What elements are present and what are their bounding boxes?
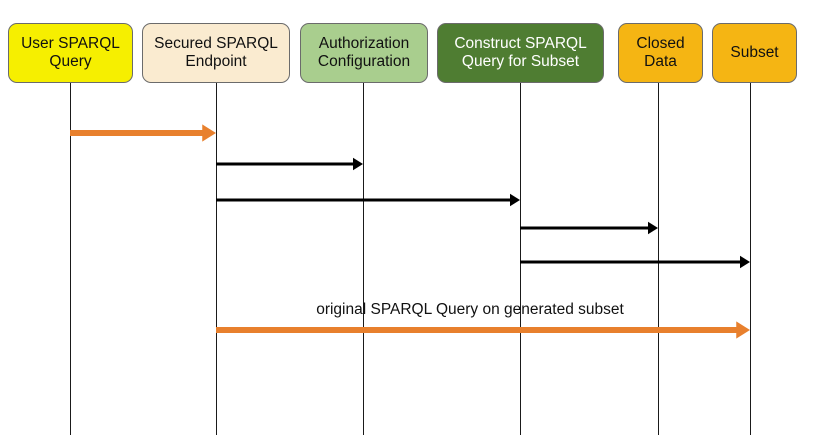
message-arrow-msg-construct-to-closed-data[interactable] [520, 220, 660, 238]
lifeline-construct-sparql-query-for-subset [520, 83, 521, 435]
arrow-head [740, 255, 750, 269]
actor-label-line1: Construct SPARQL [454, 35, 587, 53]
lifeline-secured-sparql-endpoint [216, 83, 217, 435]
lifeline-user-sparql-query [70, 83, 71, 435]
arrow-head [736, 321, 750, 339]
actor-label-line1: Authorization [318, 35, 410, 53]
message-arrow-msg-endpoint-to-subset[interactable] [216, 319, 752, 343]
arrow-head [353, 157, 363, 171]
actor-label-line2: Endpoint [185, 53, 247, 70]
actor-label-line2: Data [644, 53, 677, 70]
arrow-head [510, 193, 520, 207]
actor-label-line2: Query [49, 53, 92, 70]
actor-box-subset[interactable]: Subset [712, 23, 797, 83]
actor-label-line1: User SPARQL [21, 35, 120, 53]
arrow-head [648, 221, 658, 235]
actor-label-line1: Closed [636, 35, 685, 53]
message-label-msg-endpoint-to-subset: original SPARQL Query on generated subse… [316, 301, 624, 318]
actor-label-subset: Subset [730, 44, 779, 62]
actor-label-line2: Query for Subset [461, 53, 580, 70]
actor-label-line1: Secured SPARQL [154, 35, 278, 53]
actor-label-line2: Configuration [317, 53, 411, 70]
lifeline-closed-data [658, 83, 659, 435]
lifeline-authorization-configuration [363, 83, 364, 435]
message-arrow-msg-construct-to-subset[interactable] [520, 254, 752, 272]
message-arrow-msg-endpoint-to-construct[interactable] [216, 192, 522, 210]
lifeline-subset [750, 83, 751, 435]
message-arrow-msg-user-to-endpoint[interactable] [70, 122, 218, 146]
arrow-head [202, 124, 216, 142]
message-arrow-msg-endpoint-to-authorization[interactable] [216, 156, 365, 174]
